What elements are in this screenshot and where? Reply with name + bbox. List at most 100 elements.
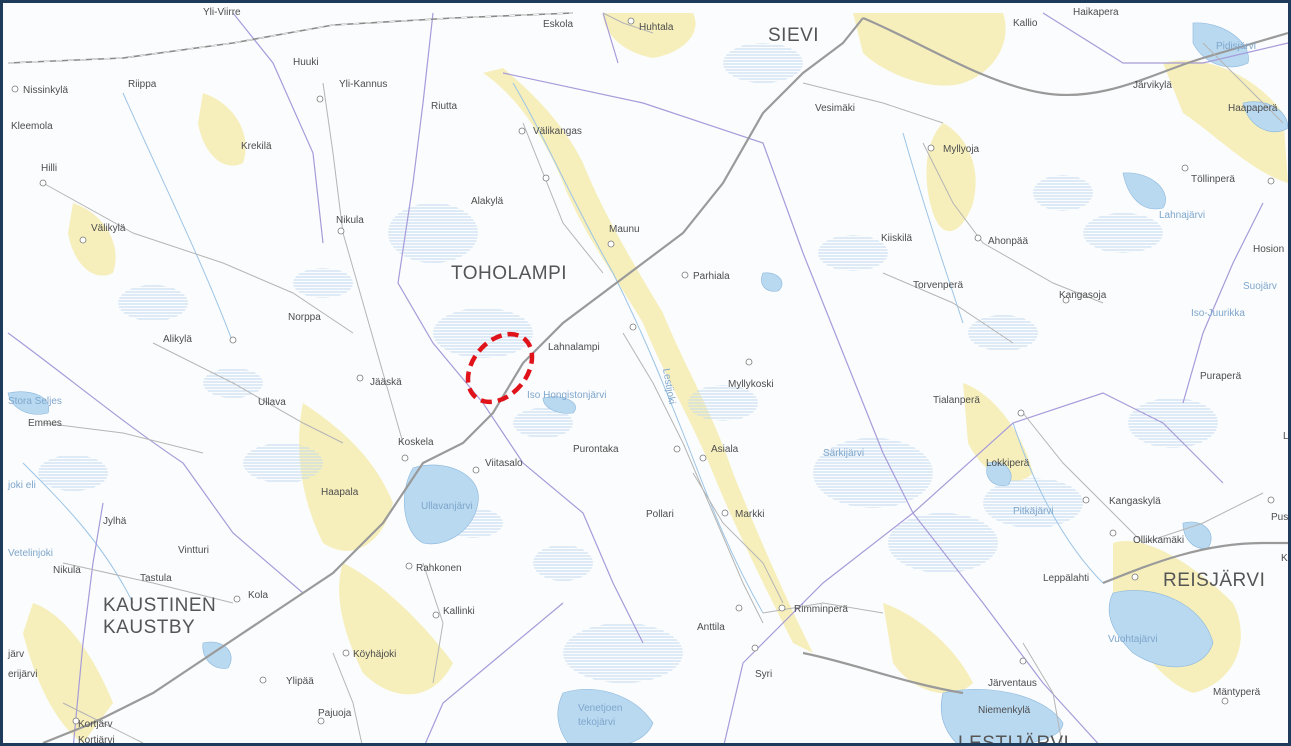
lake-venetjoki [557, 688, 654, 743]
label-sievi: SIEVI [768, 25, 819, 46]
label-erijarvi: erijärvi [8, 669, 37, 680]
label-eskola: Eskola [543, 19, 573, 30]
main-roads [42, 16, 1288, 743]
label-storaseljes: Stora Seljes [8, 396, 62, 407]
label-hosio: Hosion [1253, 244, 1284, 255]
label-pus: Pus [1271, 512, 1288, 523]
label-kallinki: Kallinki [443, 606, 475, 617]
label-alikyla: Alikylä [163, 334, 192, 345]
label-niemenkyla: Niemenkylä [978, 705, 1031, 716]
label-vintturi: Vintturi [178, 545, 209, 556]
water-labels: Pidisjärvi Lahnajärvi Suojärv Iso-Juurik… [7, 41, 1277, 728]
label-rahkonen: Rahkonen [416, 563, 462, 574]
label-viitasalo: Viitasalo [485, 458, 523, 469]
village-markers [11, 17, 1275, 725]
label-rimminpera: Rimminperä [794, 604, 848, 615]
label-tekojarvi: tekojärvi [578, 717, 615, 728]
label-kortjarvi: Kortjärvi [78, 735, 115, 746]
label-jarventaus: Järventaus [988, 678, 1037, 689]
rivers [22, 82, 1104, 614]
label-parhiala: Parhiala [693, 271, 730, 282]
label-kiiskila: Kiiskilä [881, 233, 913, 244]
label-pollari: Pollari [646, 509, 674, 520]
location-marker [465, 331, 535, 405]
label-kortjarv: Kortjärv [78, 719, 112, 730]
label-reisjarvi: REISJÄRVI [1163, 570, 1265, 591]
label-tialanpera: Tialanperä [933, 395, 980, 406]
label-myllykoski: Myllykoski [728, 379, 774, 390]
label-ylipaa: Ylipää [286, 676, 314, 687]
place-labels: Yli-Viirre Eskola Huhtala Kallio Haikape… [7, 7, 1289, 746]
label-isojuurikka: Iso-Juurikka [1191, 308, 1245, 319]
label-tollinpera: Töllinperä [1191, 174, 1235, 185]
label-nikula-1: Nikula [336, 215, 364, 226]
label-jokieli: joki eli [7, 480, 36, 491]
label-kangasoja: Kangasoja [1059, 290, 1107, 301]
label-lahnalampi: Lahnalampi [548, 342, 600, 353]
label-alakyla: Alakylä [471, 196, 504, 207]
label-ahonpaa: Ahonpää [988, 236, 1028, 247]
label-syri: Syri [755, 669, 772, 680]
label-nissinkyla: Nissinkylä [23, 85, 68, 96]
railway [7, 12, 574, 64]
label-torvenpera: Torvenperä [913, 280, 963, 291]
label-ylivirre: Yli-Viirre [203, 7, 241, 18]
label-maunu: Maunu [609, 224, 640, 235]
label-jarvikyla: Järvikylä [1133, 80, 1172, 91]
agricultural-fields [23, 13, 1288, 743]
lakes [7, 22, 1288, 743]
label-vuohtajarvi: Vuohtajärvi [1108, 634, 1158, 645]
label-jaaska: Jääskä [370, 377, 402, 388]
label-huuki: Huuki [293, 57, 319, 68]
label-kaustby: KAUSTBY [103, 617, 195, 638]
bog-hatching [38, 43, 1218, 683]
label-ollikkamaki: Ollikkamäki [1133, 535, 1184, 546]
label-kola: Kola [248, 590, 268, 601]
town-labels: SIEVI TOHOLAMPI KAUSTINEN KAUSTBY REISJÄ… [103, 25, 1265, 743]
label-pidisjarvi: Pidisjärvi [1216, 41, 1256, 52]
label-jylha: Jylhä [103, 516, 127, 527]
label-purapera: Puraperä [1200, 371, 1242, 382]
label-toholampi: TOHOLAMPI [451, 263, 567, 284]
label-purontaka: Purontaka [573, 444, 619, 455]
label-valikangas: Välikangas [533, 126, 582, 137]
label-anttila: Anttila [697, 622, 725, 633]
label-hilli: Hilli [41, 163, 57, 174]
label-kangaskyla: Kangaskylä [1109, 496, 1161, 507]
lake-vuohtajarvi [1108, 590, 1214, 668]
label-venetjoen: Venetjoen [578, 703, 623, 714]
label-emmes: Emmes [28, 418, 62, 429]
label-nikula-2: Nikula [53, 565, 81, 576]
label-krekila: Krekilä [241, 141, 272, 152]
label-haikapera: Haikapera [1073, 7, 1119, 18]
label-leppalahti: Leppälahti [1043, 573, 1089, 584]
label-lahnajarvi: Lahnajärvi [1159, 210, 1205, 221]
label-norppa: Norppa [288, 312, 321, 323]
topographic-map[interactable]: SIEVI TOHOLAMPI KAUSTINEN KAUSTBY REISJÄ… [3, 3, 1291, 746]
label-kaustinen: KAUSTINEN [103, 595, 216, 616]
label-haapapera: Haapaperä [1228, 103, 1278, 114]
label-sarkijarvi: Särkijärvi [823, 448, 864, 459]
lake-ullavanjarvi [403, 464, 479, 545]
label-pitkajarvi: Pitkäjärvi [1013, 506, 1054, 517]
minor-roads [42, 12, 1284, 743]
label-isohongistonjarvi: Iso Hongistonjärvi [527, 390, 606, 401]
label-l: L [1283, 431, 1289, 442]
label-valikyla: Välikylä [91, 223, 126, 234]
label-ylikannus: Yli-Kannus [339, 79, 387, 90]
label-haapala: Haapala [321, 487, 359, 498]
label-koskela: Koskela [398, 437, 434, 448]
label-markki: Markki [735, 509, 764, 520]
label-lokkipera: Lokkiperä [986, 458, 1030, 469]
label-jarv: järv [7, 649, 24, 660]
label-kleemola: Kleemola [11, 121, 53, 132]
label-pajuoja: Pajuoja [318, 708, 352, 719]
label-riutta: Riutta [431, 101, 458, 112]
municipal-boundaries [7, 12, 1288, 743]
label-tastula: Tastula [140, 573, 172, 584]
label-koyhajoki: Köyhäjoki [353, 649, 396, 660]
label-ullava: Ullava [258, 397, 286, 408]
label-huhtala: Huhtala [639, 22, 674, 33]
label-suojarvi: Suojärv [1243, 281, 1277, 292]
